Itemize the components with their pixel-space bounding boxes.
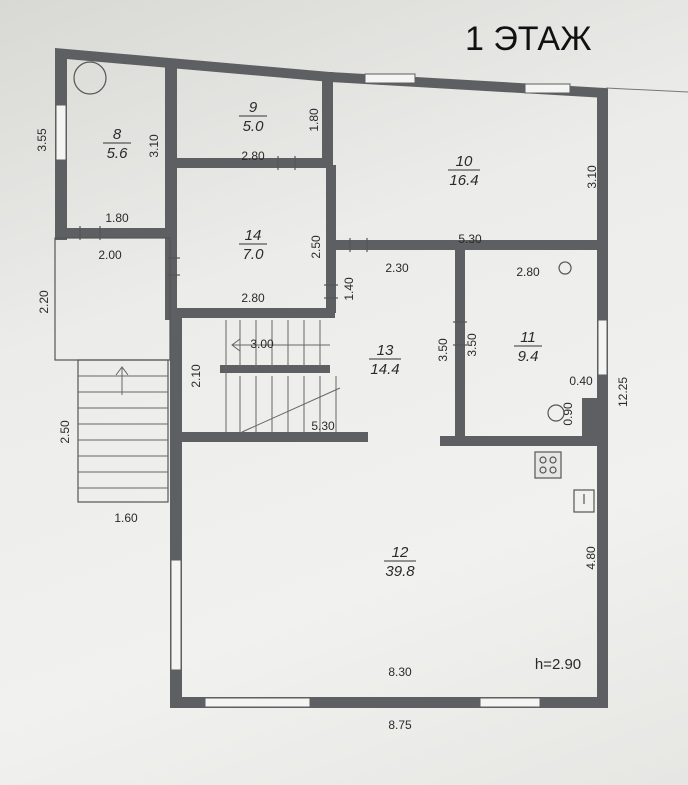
dim-0-90: 0.90 [561,402,575,426]
window-room12-left [170,559,182,671]
wall-9-14 [170,158,330,168]
room-14-area: 7.0 [243,246,265,263]
porch-steps [77,359,169,503]
door-marks [79,156,467,346]
fixtures [73,61,595,513]
dim-2-80-room14: 2.80 [241,291,265,305]
dim-3-50-left: 3.50 [436,338,450,362]
porch [54,237,171,503]
window-room12-bottom-a [204,697,311,708]
boiler-fixture [558,261,572,275]
window-room10-a [364,73,416,84]
dim-2-50-porch: 2.50 [58,420,72,444]
dim-2-00: 2.00 [98,248,122,262]
toilet-fixture [547,404,565,422]
wall-14-13-vertical [326,165,336,313]
bottom-wall [170,697,608,708]
dim-1-40: 1.40 [342,277,356,301]
room-10-area: 16.4 [449,172,478,189]
room-11-area: 9.4 [518,348,539,365]
column-right [582,398,600,438]
room-9-number: 9 [249,99,258,116]
room-12-area: 39.8 [385,563,415,580]
wall-9-10 [322,72,333,168]
dim-8-30: 8.30 [388,665,412,679]
room-labels: 8 5.6 9 5.0 10 16.4 14 7.0 13 14.4 11 9.… [103,99,542,580]
dim-12-25: 12.25 [616,377,630,407]
window-room8 [55,104,67,161]
dim-1-60: 1.60 [114,511,138,525]
dim-3-00: 3.00 [250,337,274,351]
plan-title: 1 ЭТАЖ [465,20,592,58]
dim-3-10-room10: 3.10 [585,165,599,189]
ceiling-height: h=2.90 [535,656,581,673]
room-11-number: 11 [520,329,536,346]
right-wall [597,88,608,706]
window-room11 [597,319,608,376]
room-12-number: 12 [392,544,409,561]
room-9-area: 5.0 [243,118,265,135]
dim-2-10: 2.10 [189,364,203,388]
dim-3-10-room8: 3.10 [147,134,161,158]
room-8-area: 5.6 [107,145,129,162]
interior-stair [225,320,341,433]
wall-11-left [455,250,465,445]
room-13-number: 13 [377,342,394,359]
wall-14-bottom [170,308,335,318]
dim-2-80-room11: 2.80 [516,265,540,279]
room-10-number: 10 [456,153,473,170]
room-14-number: 14 [245,227,262,244]
wall-12-top [170,432,368,442]
wall-stair-divider [220,365,330,373]
windows [55,73,608,708]
dim-3-55: 3.55 [35,128,49,152]
dim-2-20: 2.20 [37,290,51,314]
dim-8-75: 8.75 [388,718,412,732]
window-room10-b [524,83,571,94]
dim-0-40: 0.40 [569,374,593,388]
extension-line [605,87,688,93]
interior-walls [55,72,605,446]
dim-4-80: 4.80 [584,546,598,570]
dim-2-50-room14: 2.50 [309,235,323,259]
dim-2-80-room9: 2.80 [241,149,265,163]
dim-2-30: 2.30 [385,261,409,275]
wall-11-bottom [440,436,605,446]
room-8-number: 8 [113,126,122,143]
dim-3-50-right: 3.50 [465,333,479,357]
dim-1-80-room8: 1.80 [105,211,129,225]
sink-icon [573,489,595,513]
round-fixture-room8 [73,61,107,95]
dim-5-30-stair: 5.30 [311,419,335,433]
porch-step-lines [78,366,168,489]
room-13-area: 14.4 [370,361,399,378]
wall-8-9 [165,60,177,320]
dimension-labels: 3.55 3.10 1.80 2.80 3.10 1.80 2.00 2.50 … [35,108,630,732]
stove-icon [534,451,562,479]
window-room12-bottom-b [479,697,541,708]
wall-10-bottom [333,240,605,250]
wall-room8-bottom [55,228,177,238]
dim-5-30-room10: 5.30 [458,232,482,246]
dim-1-80-room9: 1.80 [307,108,321,132]
